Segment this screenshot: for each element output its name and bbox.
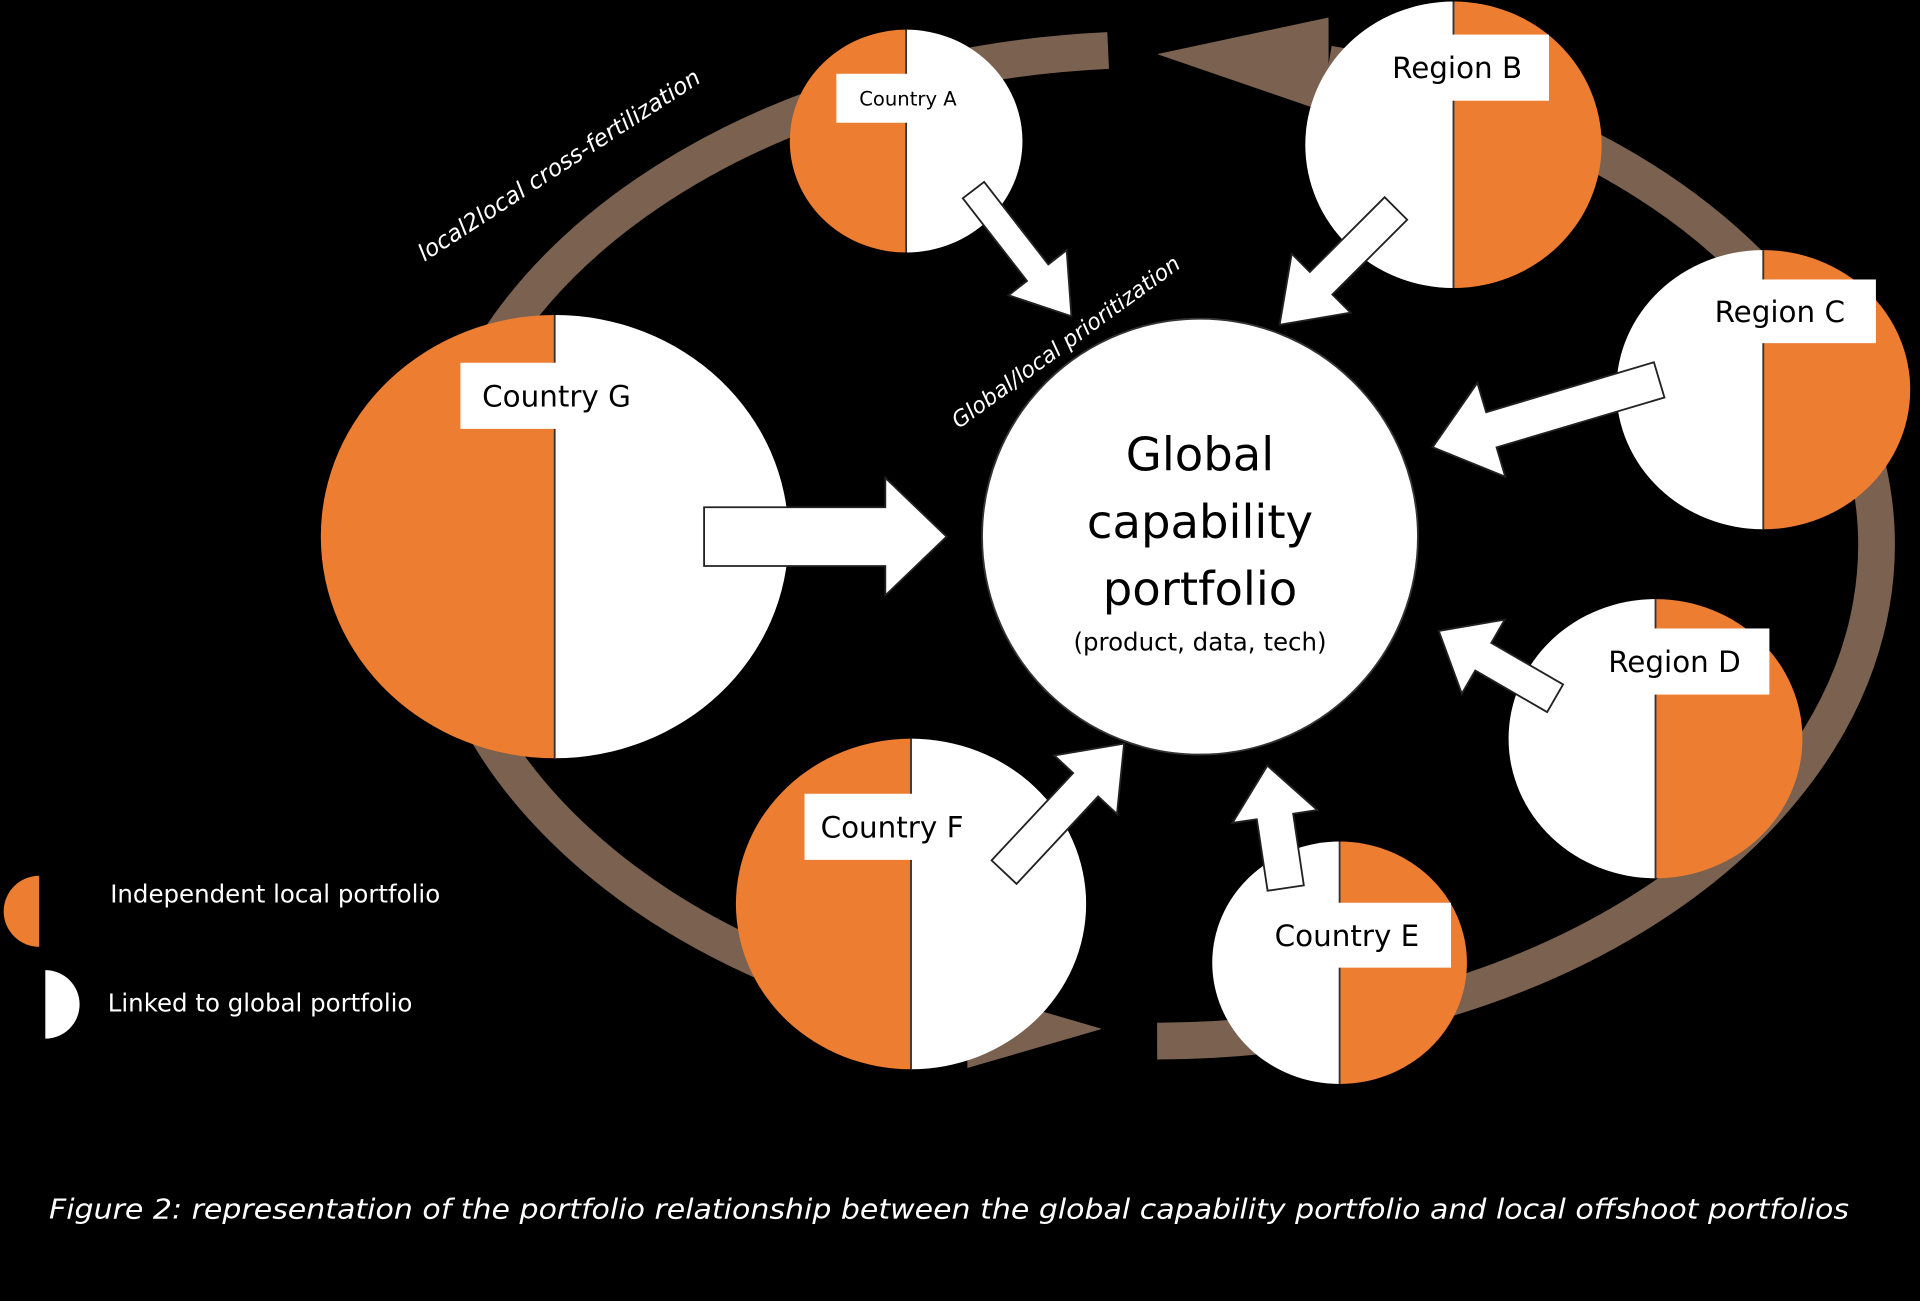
global-title-line1: Global [1126, 428, 1274, 482]
node-region-b: Region B [1305, 1, 1602, 289]
legend-orange-half-icon [3, 875, 40, 947]
node-label-box [1365, 34, 1549, 101]
global-subtitle: (product, data, tech) [1073, 628, 1326, 657]
node-country-a: Country A [789, 29, 1023, 253]
node-label: Country G [482, 379, 631, 413]
arrow-country-g-icon [703, 475, 948, 598]
arrow-country-f-icon [990, 742, 1126, 886]
node-label-box [460, 362, 653, 429]
legend-white-half-icon [45, 970, 80, 1039]
node-region-d: Region D [1508, 599, 1803, 879]
node-label-box [1579, 628, 1770, 695]
cycle-arrowhead-top [1157, 17, 1329, 113]
legend-linked-label: Linked to global portfolio [108, 989, 413, 1018]
node-label: Country E [1275, 919, 1420, 953]
node-label-box [1242, 902, 1452, 968]
legend: Independent local portfolio Linked to gl… [3, 875, 440, 1039]
legend-independent-label: Independent local portfolio [110, 880, 440, 909]
node-label: Country A [859, 87, 957, 110]
arrow-country-a-icon [961, 180, 1073, 318]
figure-caption: Figure 2: representation of the portfoli… [49, 1194, 1849, 1226]
node-country-f: Country F [735, 738, 1087, 1070]
global-title-line2: capability [1087, 495, 1313, 549]
node-region-c: Region C [1616, 250, 1911, 530]
global-capability-portfolio: Global capability portfolio (product, da… [981, 317, 1419, 756]
global-circle [981, 317, 1419, 756]
independent-half [735, 738, 912, 1070]
node-label-box [804, 793, 980, 860]
cycle-arc-right [1157, 45, 1895, 1060]
global-title-line3: portfolio [1103, 562, 1297, 616]
node-label: Region D [1608, 645, 1741, 679]
node-label-box [836, 73, 980, 123]
arrow-region-c-icon [1431, 361, 1666, 479]
independent-half [789, 29, 907, 253]
arrow-region-d-icon [1437, 618, 1565, 714]
node-label: Region C [1715, 295, 1845, 329]
node-country-g: Country G [320, 314, 789, 759]
arrow-country-e-icon [1230, 764, 1320, 892]
node-label: Region B [1392, 51, 1522, 85]
node-country-e: Country E [1212, 841, 1467, 1084]
node-label-box [1683, 279, 1876, 344]
node-label: Country F [821, 810, 964, 844]
arrow-region-b-icon [1278, 195, 1409, 326]
